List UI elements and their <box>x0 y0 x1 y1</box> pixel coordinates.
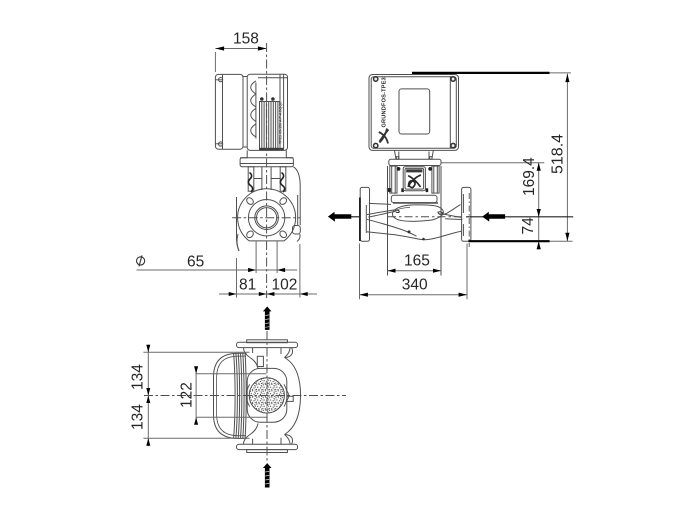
svg-text:122: 122 <box>178 382 195 408</box>
svg-text:340: 340 <box>402 276 428 293</box>
svg-text:165: 165 <box>404 252 430 269</box>
svg-text:158: 158 <box>233 31 259 48</box>
svg-text:169.4: 169.4 <box>521 157 538 196</box>
svg-text:134: 134 <box>130 404 147 430</box>
svg-text:65: 65 <box>187 253 204 270</box>
svg-text:74: 74 <box>520 217 537 235</box>
svg-text:81: 81 <box>239 277 256 294</box>
svg-text:TPE3 65-150 A-F-A BQQE: TPE3 65-150 A-F-A BQQE <box>279 101 283 144</box>
svg-text:GRUNDFOS-TPE3: GRUNDFOS-TPE3 <box>382 77 388 127</box>
svg-text:102: 102 <box>272 277 298 294</box>
svg-text:518.4: 518.4 <box>550 134 567 174</box>
svg-text:134: 134 <box>130 364 147 390</box>
